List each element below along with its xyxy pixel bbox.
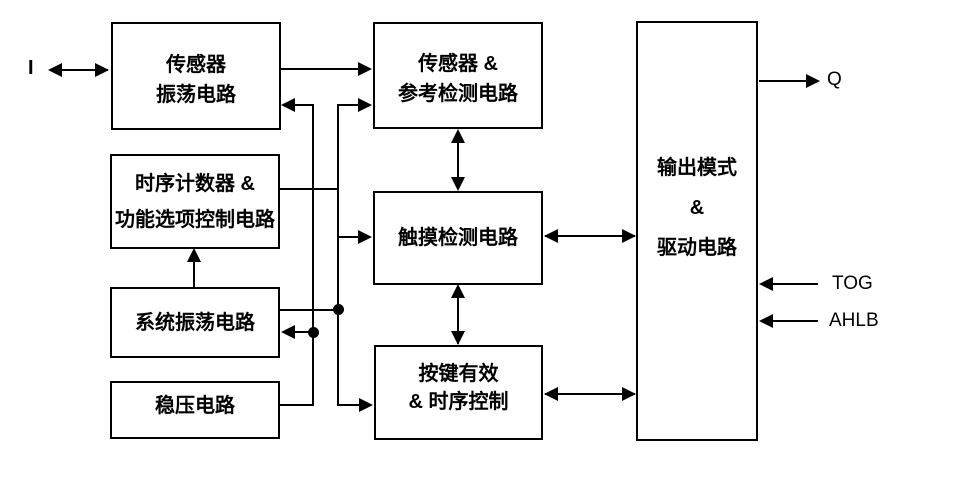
block-sensor-reference-detect-line2: 参考检测电路: [398, 83, 518, 105]
wire-touchdetect-keyvalid: [457, 286, 459, 344]
block-touch-detect: 触摸检测电路: [373, 191, 543, 285]
block-touch-detect-label: 触摸检测电路: [398, 227, 518, 249]
block-voltage-regulator-label: 稳压电路: [155, 395, 235, 417]
block-sensor-oscillator: 传感器 振荡电路: [111, 22, 281, 130]
wire-ahlb-input: [772, 320, 818, 322]
wire-sensorosc-to-refdetect: [281, 68, 359, 70]
wire-rail-into-refdetect: [338, 104, 359, 106]
block-key-valid-line1: 按键有效: [418, 362, 499, 385]
arrowhead-tog-into-outputdrive: [759, 277, 773, 291]
block-sensor-oscillator-line1: 传感器: [166, 54, 226, 76]
block-system-oscillator-label: 系统振荡电路: [135, 311, 255, 334]
block-output-mode-drive: 输出模式 & 驱动电路: [636, 21, 758, 441]
wire-systemosc-to-timingcounter: [193, 258, 195, 287]
arrowhead-into-touchdetect-left: [358, 230, 372, 244]
arrowhead-ahlb-into-outputdrive: [759, 314, 773, 328]
arrowhead-down-keyvalid: [451, 331, 465, 345]
arrowhead-into-outputdrive-upper: [622, 229, 636, 243]
wire-rail-into-systemosc: [295, 331, 314, 333]
arrowhead-i-left: [48, 63, 62, 77]
block-sensor-reference-detect-line1: 传感器 &: [418, 53, 498, 75]
block-output-drive-line3: 驱动电路: [657, 237, 737, 259]
arrowhead-into-keyvalid-left: [359, 398, 373, 412]
block-timing-counter-line2: 功能选项控制电路: [115, 208, 275, 231]
wire-regulator-rail-vertical: [312, 104, 314, 406]
wire-refdetect-touchdetect: [457, 131, 459, 189]
block-sensor-reference-detect: 传感器 & 参考检测电路: [373, 22, 543, 129]
block-timing-counter-control: 时序计数器 & 功能选项控制电路: [110, 154, 280, 249]
wire-tog-input: [772, 283, 818, 285]
block-sensor-oscillator-line2: 振荡电路: [156, 84, 236, 106]
block-output-drive-line2: &: [689, 197, 705, 219]
wire-regulator-output: [280, 404, 314, 406]
block-voltage-regulator: 稳压电路: [110, 381, 280, 439]
port-label-i: I: [28, 57, 34, 79]
wire-systemosc-output: [280, 309, 338, 311]
arrowhead-into-outputdrive-lower: [622, 387, 636, 401]
wire-q-output: [759, 80, 806, 82]
port-label-tog: TOG: [832, 273, 873, 294]
wire-touchdetect-outputdrive: [545, 235, 635, 237]
arrowhead-into-systemosc-right: [281, 325, 295, 339]
block-timing-counter-line1: 时序计数器 &: [135, 172, 255, 195]
block-key-valid-line2: & 时序控制: [408, 390, 509, 413]
block-system-oscillator: 系统振荡电路: [110, 287, 280, 358]
wire-rail-into-keyvalid: [338, 404, 360, 406]
wire-rail-into-sensorosc: [295, 104, 314, 106]
wire-i-bidirectional: [52, 69, 108, 71]
arrowhead-into-refdetect-bottom: [358, 98, 372, 112]
wire-timingcounter-output: [280, 188, 338, 190]
junction-dot-clock-rail: [333, 304, 344, 315]
block-output-drive-line1: 输出模式: [657, 157, 737, 179]
junction-dot-regulator-rail: [308, 327, 319, 338]
port-label-ahlb: AHLB: [829, 310, 879, 331]
arrowhead-into-timingcounter-bottom: [187, 248, 201, 262]
port-label-q: Q: [827, 69, 842, 90]
arrowhead-q-output: [806, 74, 820, 88]
block-key-valid-timing: 按键有效 & 时序控制: [374, 345, 543, 440]
arrowhead-into-refdetect-top: [358, 62, 372, 76]
arrowhead-up-touchdetect: [451, 284, 465, 298]
wire-keyvalid-outputdrive: [545, 393, 635, 395]
arrowhead-into-sensorosc-right: [281, 98, 295, 112]
arrowhead-down-touchdetect: [451, 177, 465, 191]
arrowhead-up-refdetect: [451, 129, 465, 143]
arrowhead-into-keyvalid-right: [544, 387, 558, 401]
arrowhead-i-into-sensor-osc: [95, 63, 109, 77]
wire-clock-rail-vertical: [337, 104, 339, 406]
arrowhead-into-touchdetect-right: [544, 229, 558, 243]
wire-rail-into-touchdetect: [338, 236, 359, 238]
